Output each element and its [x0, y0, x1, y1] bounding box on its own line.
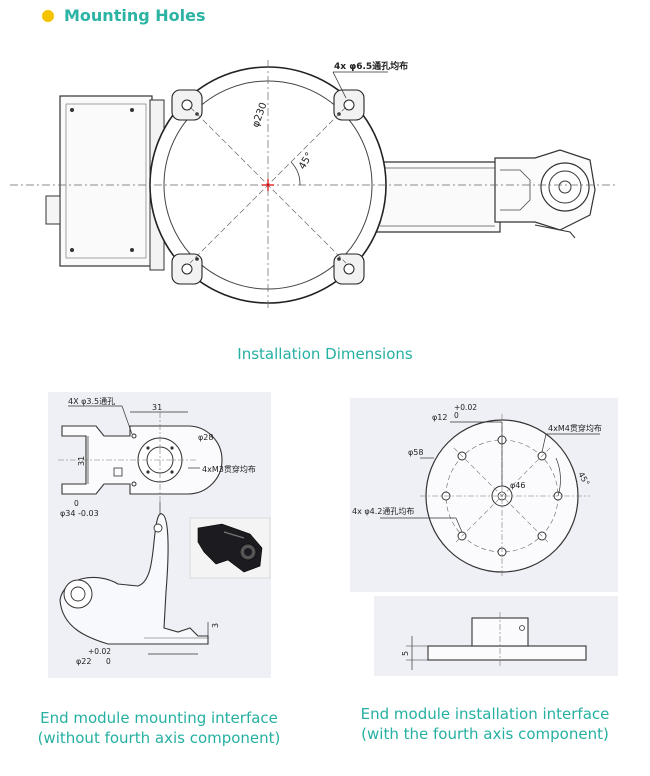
- right-caption: End module installation interface (with …: [340, 704, 630, 744]
- top-hole-note: 4x φ6.5通孔均布: [334, 60, 408, 72]
- right-tol-zero: 0: [454, 411, 459, 420]
- right-hole-note: 4x φ4.2通孔均布: [352, 506, 414, 516]
- end-module-without-fourth-axis-drawing: 4X φ3.5通孔 31 31 φ28 4xM3贯穿均布 0 φ34 -0.03…: [48, 392, 271, 678]
- left-dim-31-vertical: 31: [77, 456, 86, 466]
- left-hole-note: 4X φ3.5通孔: [68, 396, 115, 406]
- end-module-with-fourth-axis-drawing: +0.02 0 φ12 4xM4贯穿均布 φ58 φ46 45° 4x φ4.2…: [350, 398, 618, 676]
- arm-link: [370, 161, 501, 233]
- left-dim-phi22: φ22: [76, 657, 91, 666]
- right-tol-plus: +0.02: [454, 403, 477, 412]
- left-dim-phi28: φ28: [198, 433, 213, 442]
- left-tol-plus: +0.02: [88, 647, 111, 656]
- installation-dimensions-caption: Installation Dimensions: [237, 345, 413, 363]
- right-dim-phi12: φ12: [432, 413, 447, 422]
- left-dim-phi34: φ34 -0.03: [60, 509, 99, 518]
- left-dim-3: 3: [211, 623, 220, 628]
- motor-body: [59, 95, 153, 267]
- right-thread-note: 4xM4贯穿均布: [548, 423, 602, 433]
- installation-dimensions-drawing: 4x φ6.5通孔均布 φ230 45°: [10, 60, 615, 310]
- flange-side-view: [427, 645, 587, 661]
- section-heading: Mounting Holes: [42, 6, 205, 25]
- left-tol-zero-2: 0: [106, 657, 111, 666]
- right-dim-phi58: φ58: [408, 448, 423, 457]
- right-caption-line1: End module installation interface: [360, 705, 610, 723]
- left-caption: End module mounting interface (without f…: [20, 708, 298, 748]
- motor-connector: [45, 195, 61, 225]
- right-dim-phi46: φ46: [510, 481, 525, 490]
- right-caption-line2: (with the fourth axis component): [361, 725, 609, 743]
- left-caption-line2: (without fourth axis component): [37, 729, 281, 747]
- bracket-side-view: [59, 513, 209, 645]
- section-title: Mounting Holes: [64, 6, 206, 25]
- end-joint: [540, 162, 590, 212]
- left-thread-note: 4xM3贯穿均布: [202, 464, 256, 474]
- left-dim-31-horizontal: 31: [152, 403, 162, 412]
- left-caption-line1: End module mounting interface: [40, 709, 278, 727]
- left-tol-zero: 0: [74, 499, 79, 508]
- right-dim-5: 5: [401, 651, 410, 656]
- bullet-dot-icon: [42, 9, 54, 22]
